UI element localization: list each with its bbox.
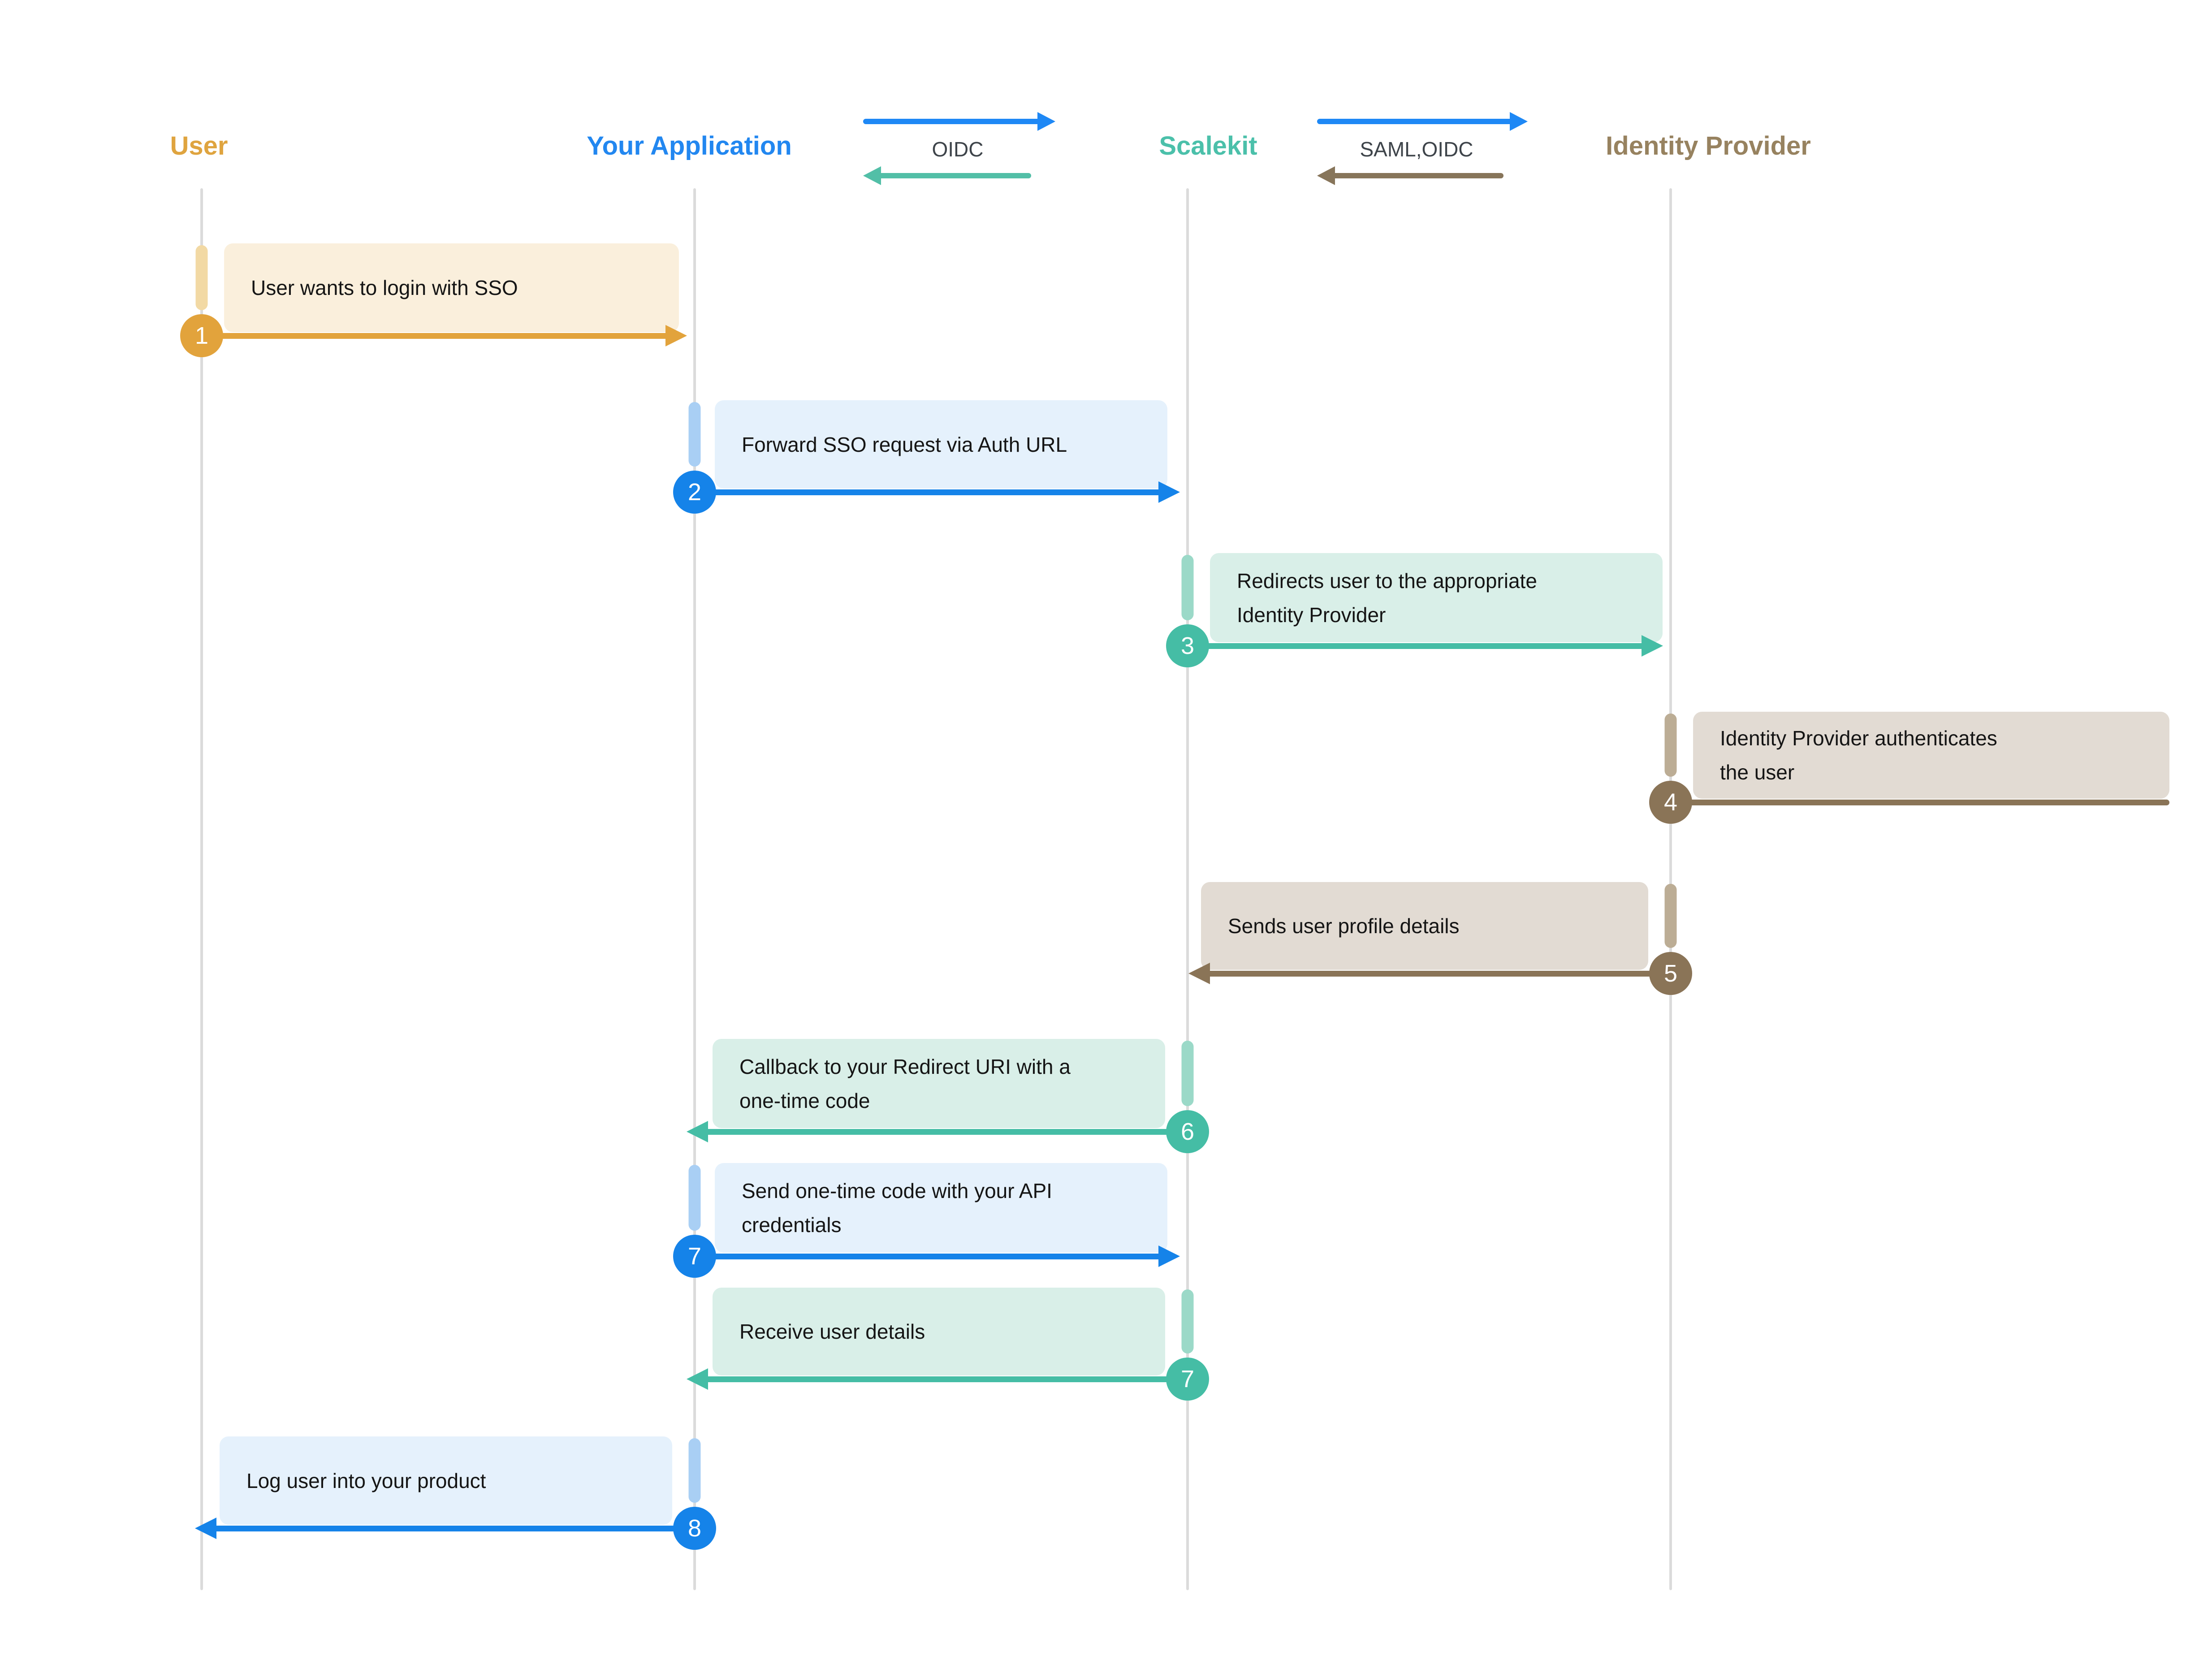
message-box: Identity Provider authenticates the user — [1693, 712, 2169, 799]
message-arrow — [695, 489, 1165, 495]
actor-label-user: User — [170, 131, 228, 160]
activation-bar — [1181, 1289, 1194, 1354]
activation-bar — [195, 245, 208, 310]
arrowhead-right — [1158, 1246, 1180, 1267]
arrowhead-left — [1188, 963, 1210, 984]
lifeline-scalekit — [1186, 188, 1189, 1590]
protocol-label-saml-oidc: SAML,OIDC — [1360, 138, 1473, 161]
message-box: Log user into your product — [220, 1436, 672, 1525]
protocol-request-arrow — [1317, 119, 1514, 124]
step-number-badge: 4 — [1649, 781, 1692, 824]
protocol-request-arrowhead — [1037, 112, 1055, 131]
message-box: Callback to your Redirect URI with a one-… — [713, 1039, 1165, 1128]
message-text: Forward SSO request via Auth URL — [742, 432, 1067, 456]
message-text: Identity Provider — [1237, 603, 1386, 627]
activation-bar — [1664, 884, 1677, 948]
activation-bar — [1181, 555, 1194, 620]
message-text: the user — [1720, 761, 1795, 784]
message-arrow — [702, 1376, 1188, 1382]
arrowhead-right — [665, 325, 687, 346]
message-text: credentials — [742, 1213, 842, 1237]
step-number-badge: 5 — [1649, 952, 1692, 995]
message-text: Identity Provider authenticates — [1720, 727, 1997, 750]
message-text: User wants to login with SSO — [251, 276, 518, 299]
lifeline-user — [200, 188, 203, 1590]
protocol-request-arrowhead — [1510, 112, 1528, 131]
message-box: Receive user details — [713, 1288, 1165, 1375]
message-arrow — [202, 333, 672, 339]
step-number-badge: 6 — [1166, 1110, 1209, 1153]
message-text: Callback to your Redirect URI with a — [739, 1055, 1071, 1078]
protocol-response-arrow — [877, 173, 1031, 178]
protocol-request-arrow — [863, 119, 1042, 124]
step-number-badge: 3 — [1166, 624, 1209, 667]
message-arrow — [702, 1129, 1188, 1135]
message-arrow — [1204, 971, 1671, 977]
self-action-line — [1671, 800, 2169, 805]
message-text: Receive user details — [739, 1320, 925, 1343]
activation-bar — [688, 1165, 701, 1231]
message-box: User wants to login with SSO — [224, 243, 679, 332]
arrowhead-left — [195, 1518, 216, 1539]
message-box: Forward SSO request via Auth URL — [715, 400, 1167, 489]
message-text: Sends user profile details — [1228, 914, 1460, 938]
message-text: Log user into your product — [246, 1469, 486, 1492]
activation-bar — [688, 1438, 701, 1503]
message-text: Redirects user to the appropriate — [1237, 569, 1537, 592]
arrowhead-right — [1158, 481, 1180, 503]
step-number-badge: 7 — [1166, 1358, 1209, 1401]
activation-bar — [1664, 714, 1677, 777]
lifeline-your-application — [693, 188, 696, 1590]
message-arrow — [695, 1254, 1165, 1259]
actor-label-scalekit: Scalekit — [1159, 131, 1257, 160]
protocol-label-oidc: OIDC — [932, 138, 984, 161]
step-number-badge: 2 — [673, 471, 716, 514]
protocol-response-arrowhead — [863, 166, 881, 185]
protocol-response-arrow — [1331, 173, 1503, 178]
message-text: one-time code — [739, 1089, 870, 1112]
actor-label-your-application: Your Application — [587, 131, 792, 160]
activation-bar — [1181, 1041, 1194, 1106]
protocol-response-arrowhead — [1317, 166, 1335, 185]
message-box: Sends user profile details — [1201, 882, 1648, 970]
step-number-badge: 7 — [673, 1235, 716, 1278]
message-box: Send one-time code with your API credenti… — [715, 1163, 1167, 1253]
actor-label-identity-provider: Identity Provider — [1606, 131, 1811, 160]
arrowhead-left — [687, 1121, 708, 1142]
message-text: Send one-time code with your API — [742, 1179, 1052, 1202]
arrowhead-left — [687, 1368, 708, 1390]
step-number-badge: 8 — [673, 1507, 716, 1550]
step-number-badge: 1 — [180, 314, 223, 357]
activation-bar — [688, 402, 701, 467]
arrowhead-right — [1642, 635, 1663, 657]
message-arrow — [1188, 643, 1648, 649]
message-arrow — [210, 1526, 695, 1531]
